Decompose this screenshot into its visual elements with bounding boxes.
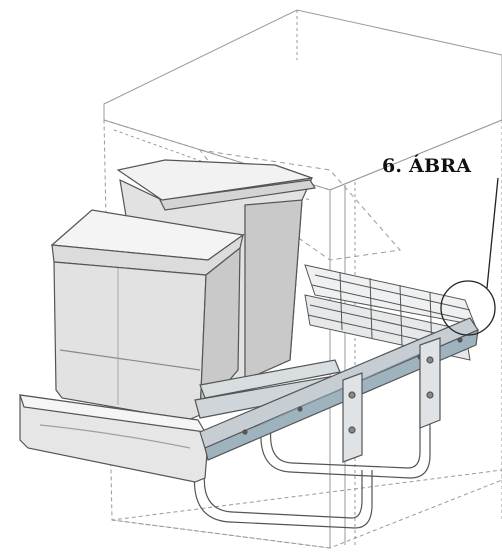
side-brackets <box>342 337 441 463</box>
callout-leader-line <box>486 177 499 289</box>
figure-label: 6. ÁBRA <box>382 155 472 177</box>
detail-callout <box>440 177 499 336</box>
front-handle-panel <box>19 394 209 483</box>
drawer-rail <box>199 317 479 461</box>
detail-circle-icon <box>440 280 496 336</box>
front-waste-bin <box>50 209 245 421</box>
